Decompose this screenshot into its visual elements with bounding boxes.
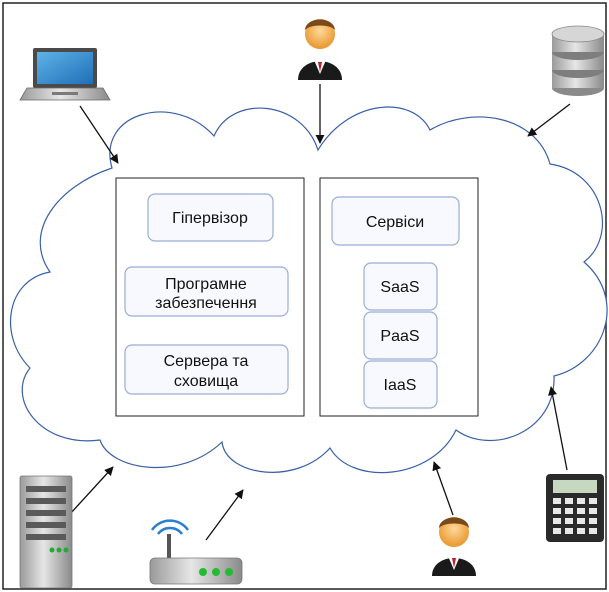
router-icon: [149, 519, 243, 585]
arrow-router-to-cloud: [205, 489, 244, 541]
iaas-label: IaaS: [384, 377, 417, 394]
software-box: Програмне забезпечення: [124, 266, 289, 317]
user-icon: [432, 517, 476, 576]
paas-box: PaaS: [363, 311, 438, 360]
services-box: Сервіси: [331, 196, 460, 246]
arrow-server-to-cloud: [69, 466, 114, 515]
software-label-line-2: забезпечення: [155, 295, 257, 312]
arrow-database-to-cloud: [527, 103, 571, 137]
saas-box: SaaS: [363, 262, 438, 311]
paas-label: PaaS: [380, 328, 419, 345]
services-label: Сервіси: [366, 214, 424, 231]
calculator-icon: [546, 474, 604, 542]
iaas-box: IaaS: [363, 360, 438, 409]
server-tower-icon: [19, 475, 73, 589]
arrow-laptop-to-cloud: [79, 105, 119, 164]
arrow-user-bottom-to-cloud: [432, 461, 454, 516]
hypervisor-label: Гіпервізор: [172, 210, 248, 227]
arrow-calculator-to-cloud: [548, 386, 568, 471]
servers-storage-label-line-1: Сервера та: [164, 353, 249, 370]
software-label-line-1: Програмне: [165, 276, 247, 293]
hypervisor-box: Гіпервізор: [147, 193, 274, 242]
cloud-shape: [10, 106, 608, 474]
servers-storage-box: Сервера та сховища: [124, 344, 289, 395]
laptop-icon: [19, 48, 111, 101]
database-icon: [551, 25, 605, 96]
servers-storage-label-line-2: сховища: [174, 373, 238, 390]
infrastructure-panel: [115, 177, 305, 417]
saas-label: SaaS: [380, 279, 419, 296]
services-panel: [319, 177, 479, 417]
user-icon: [298, 19, 342, 80]
